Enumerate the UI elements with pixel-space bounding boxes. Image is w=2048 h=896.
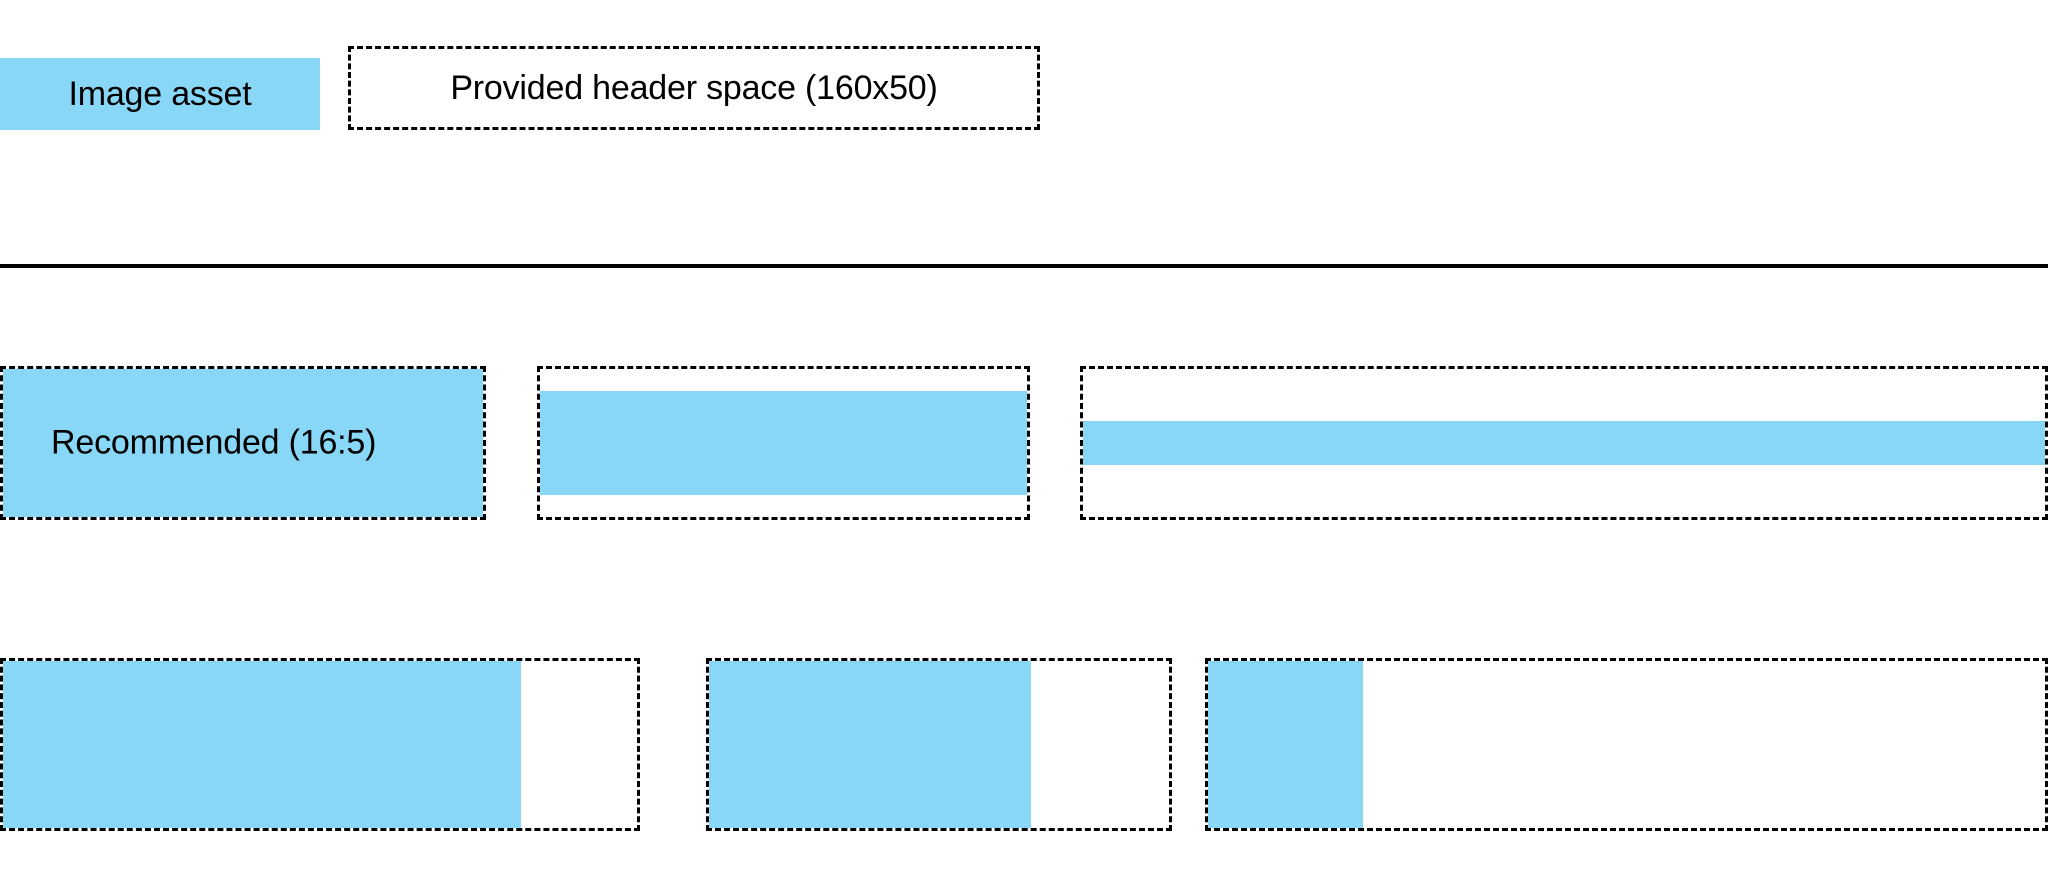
card-wide-left-fill [0, 658, 640, 831]
card-fill-left-81 [3, 661, 521, 828]
card-medium-left-fill [706, 658, 1172, 831]
legend-provided-header-space-label: Provided header space (160x50) [450, 68, 938, 107]
card-recommended-16-5: Recommended (16:5) [0, 366, 486, 520]
card-fill-left-57 [709, 661, 1031, 828]
legend-image-asset-swatch: Image asset [0, 58, 320, 130]
card-fill-thin-centered-band [1083, 421, 2045, 465]
card-fill-left-18 [1208, 661, 1363, 828]
card-vertically-inset [537, 366, 1030, 520]
card-thin-band [1080, 366, 2048, 520]
section-divider [0, 264, 2048, 268]
legend-provided-header-space-box: Provided header space (160x50) [348, 46, 1040, 130]
card-fill-full [3, 369, 483, 517]
card-fill-vertical-inset [540, 391, 1027, 495]
card-recommended-label: Recommended (16:5) [51, 423, 377, 462]
card-narrow-left-fill [1205, 658, 2048, 831]
legend-image-asset-label: Image asset [68, 74, 252, 113]
